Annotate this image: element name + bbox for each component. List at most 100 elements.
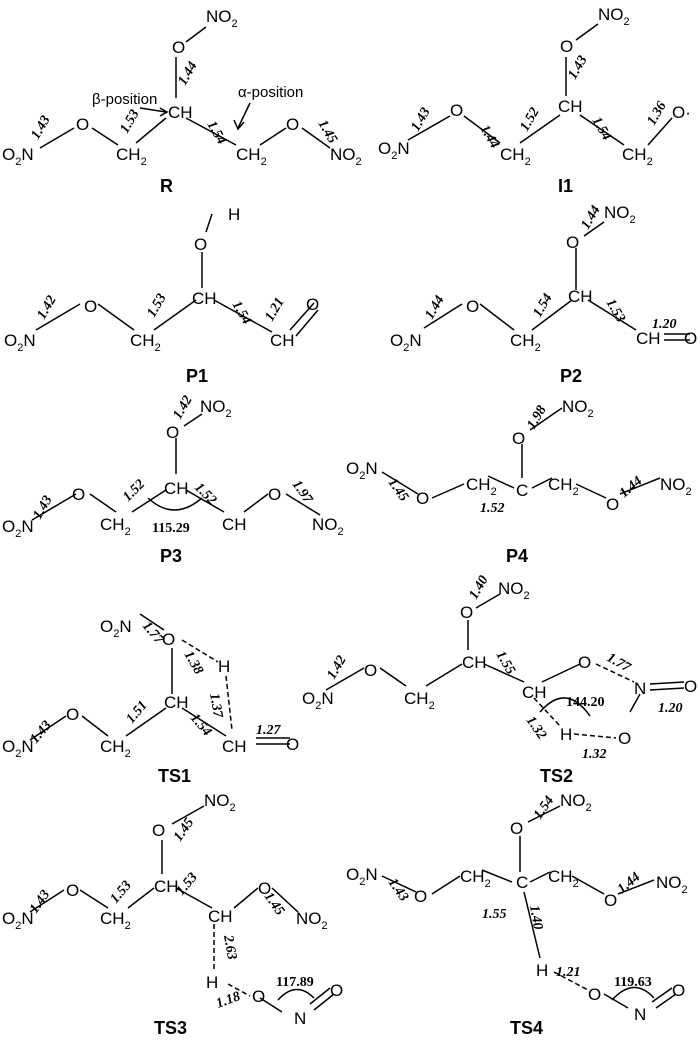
molecule-label-I1: I1: [558, 176, 573, 196]
atom-O2N: O2N: [2, 517, 34, 540]
atom-O: O: [460, 603, 473, 622]
atom-CH-aldehyde: CH: [636, 329, 661, 348]
molecule-TS4: O NO2 C CH2 CH2 O O O2N NO2 H O N O 1.54…: [346, 791, 688, 1038]
atom-O-nitrite: O: [672, 981, 685, 1000]
atom-O: O: [152, 821, 165, 840]
bond-length: 1.40: [466, 573, 491, 602]
atom-O-left: O: [66, 881, 79, 900]
atom-O2N: O2N: [100, 617, 132, 640]
atom-CH2: CH2: [130, 331, 161, 354]
bond-length: 1.27: [256, 723, 282, 738]
atom-O2N: O2N: [390, 331, 422, 354]
bond-angle-arc: [147, 497, 203, 511]
atom-O-aldehyde: O: [286, 735, 299, 754]
molecule-label-R: R: [160, 176, 173, 196]
bond-length: 2.63: [220, 933, 239, 961]
bond-length: 1.42: [170, 393, 195, 422]
bond-length: 1.97: [289, 478, 316, 507]
atom-CH2-left: CH2: [460, 867, 491, 890]
atom-CH2: CH2: [100, 515, 131, 538]
molecule-label-TS2: TS2: [540, 766, 573, 786]
atom-NO2-right: NO2: [296, 909, 328, 932]
bond-angle-arc: [539, 697, 591, 717]
bond-length: 1.52: [120, 477, 148, 505]
bond-length: 1.98: [524, 403, 549, 432]
molecule-label-TS3: TS3: [154, 1018, 187, 1038]
atom-NO2: NO2: [204, 791, 236, 814]
bond-length: 1.53: [144, 291, 169, 320]
atom-O: O: [512, 429, 525, 448]
atom-O: O: [510, 819, 523, 838]
bond-length: 1.40: [526, 904, 545, 931]
atom-CH2-left: CH2: [116, 145, 147, 168]
bond-length: 1.45: [171, 816, 197, 845]
atom-O: O: [172, 38, 185, 57]
atom-CH2-right: CH2: [236, 145, 267, 168]
atom-O-left: O: [84, 297, 97, 316]
atom-O: O: [194, 235, 207, 254]
bond-length: 1.43: [565, 53, 590, 82]
atom-NO2: NO2: [598, 5, 630, 28]
atom-O-nitrite: O: [684, 677, 697, 696]
atom-O2N: O2N: [346, 459, 378, 482]
atom-CH2: CH2: [510, 331, 541, 354]
molecule-TS2: O NO2 CH CH2 O O2N CH O N O H O 1.40 1.4…: [302, 573, 697, 786]
bond-length: 1.44: [422, 293, 447, 322]
molecule-R: O NO2 CH CH2 CH2 O O O2N NO2 1.44 1.43 1…: [2, 7, 362, 196]
atom-O-left: O: [466, 297, 479, 316]
beta-arrow: [139, 107, 167, 113]
atom-O-right: O: [578, 653, 591, 672]
bond-angle: 117.89: [276, 975, 314, 990]
bond-length: 1.44: [578, 203, 603, 232]
bond-length: 1.55: [482, 907, 507, 922]
molecule-I1: O NO2 CH CH2 CH2 O O· O2N 1.43 1.43 1.44…: [378, 5, 691, 196]
atom-N: N: [294, 1009, 306, 1028]
atom-O-right: O: [268, 485, 281, 504]
atom-O-left: O: [416, 489, 429, 508]
atom-O-aldehyde: O: [306, 295, 319, 314]
bond-length: 1.77: [604, 650, 634, 676]
bond-length: 1.21: [556, 965, 581, 980]
molecule-label-P4: P4: [506, 546, 528, 566]
atom-C: C: [516, 873, 528, 892]
bond-angle: 119.63: [614, 975, 652, 990]
atom-CH2-right: CH2: [622, 145, 653, 168]
atom-CH-aldehyde: CH: [270, 331, 295, 350]
bond-length: 1.43: [28, 113, 53, 142]
molecule-label-TS4: TS4: [510, 1018, 543, 1038]
atom-CH: CH: [154, 877, 179, 896]
atom-NO2-right: NO2: [330, 145, 362, 168]
bond-length: 1.54: [204, 119, 229, 148]
bond-length: 1.53: [117, 107, 142, 136]
atom-NO2: NO2: [604, 203, 636, 226]
bond-length: 1.44: [477, 123, 502, 152]
bond-length: 1.52: [480, 501, 505, 516]
atom-CH: CH: [568, 287, 593, 306]
atom-O2N: O2N: [4, 331, 36, 354]
atom-NO2-right: NO2: [660, 475, 692, 498]
atom-NO2-right: NO2: [312, 515, 344, 538]
atom-CH-aldehyde: CH: [222, 737, 247, 756]
molecule-TS3: O NO2 CH CH2 O O2N CH O NO2 H O N O 1.45…: [2, 791, 343, 1038]
bond-angle: 115.29: [152, 521, 190, 536]
atom-O2N: O2N: [302, 689, 334, 712]
molecule-P1: H O CH CH2 O O2N CH O 1.42 1.53 1.54 1.2…: [4, 205, 319, 386]
atom-O-lower: O: [588, 985, 601, 1004]
atom-O2N: O2N: [378, 139, 410, 162]
atom-NO2: NO2: [560, 791, 592, 814]
molecule-label-TS1: TS1: [158, 766, 191, 786]
alpha-arrowhead: [233, 119, 245, 131]
atom-CH: CH: [168, 103, 193, 122]
bond-length: 1.44: [175, 59, 200, 88]
atom-O-aldehyde: O: [684, 329, 697, 348]
atom-H: H: [560, 725, 572, 744]
atom-NO2-right: NO2: [656, 873, 688, 896]
atom-O-left: O: [364, 661, 377, 680]
atom-CH2-right: CH2: [548, 867, 579, 890]
bond-length: 1.37: [206, 692, 225, 720]
atom-O-right: O: [606, 495, 619, 514]
atom-CH2: CH2: [100, 737, 131, 760]
atom-O: O: [166, 423, 179, 442]
atom-H: H: [206, 973, 218, 992]
